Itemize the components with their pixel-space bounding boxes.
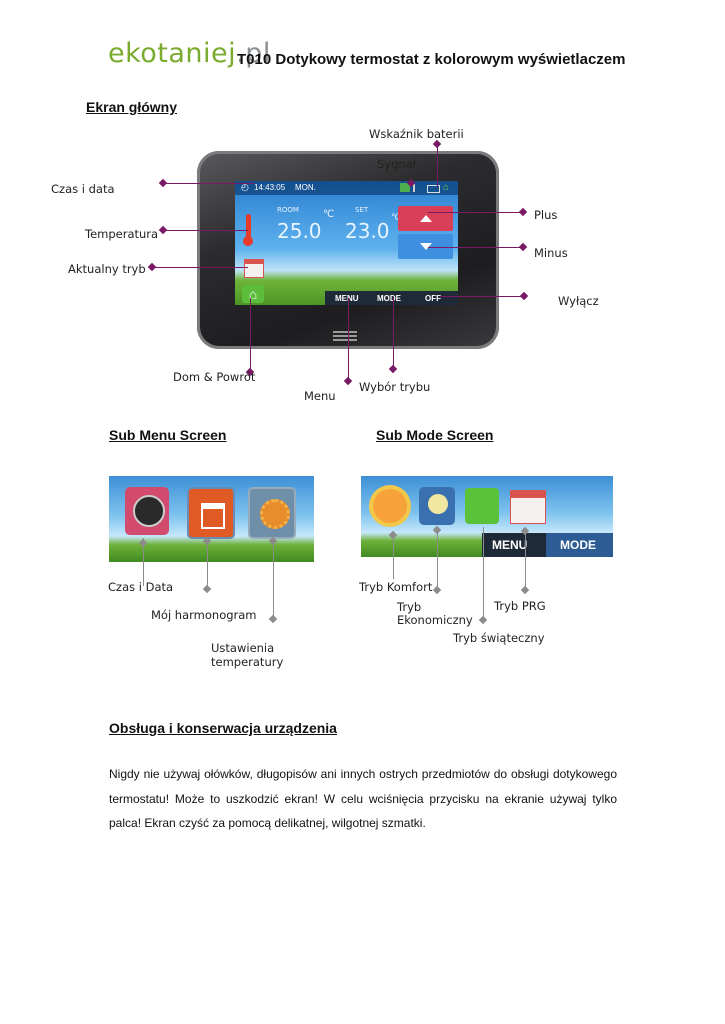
set-label: SET [355, 206, 368, 214]
battery-icon [427, 185, 440, 193]
moon-icon [428, 494, 448, 514]
marker-battery [433, 140, 441, 148]
label-settings-line2: temperatury [211, 655, 283, 669]
gear-icon [260, 499, 290, 529]
mode-button[interactable]: MODE [377, 294, 401, 303]
menu-button[interactable]: MENU [335, 294, 359, 303]
label-clock: Czas i Data [108, 580, 173, 594]
clock-tile[interactable] [125, 487, 169, 535]
marker-datetime [159, 179, 167, 187]
calendar-icon [244, 259, 264, 278]
leader-schedule [207, 538, 208, 588]
plus-button[interactable] [398, 206, 453, 231]
label-plus: Plus [534, 208, 557, 222]
schedule-icon [201, 503, 225, 529]
leader-mode [152, 267, 248, 268]
section-heading-submode: Sub Mode Screen [376, 427, 493, 443]
submenu-screen [109, 476, 314, 562]
off-button[interactable]: OFF [425, 294, 441, 303]
submode-bottom-bar: MENU MODE [482, 533, 613, 557]
leader-datetime [163, 183, 255, 184]
document-title: T010 Dotykowy termostat z kolorowym wyśw… [237, 51, 625, 68]
clock-icon [133, 495, 165, 527]
status-bar: ◴ 14:43:05 MON. ⌂ [235, 181, 458, 195]
section-heading-submenu: Sub Menu Screen [109, 427, 226, 443]
marker-plus [519, 208, 527, 216]
label-minus: Minus [534, 246, 568, 260]
sun-icon[interactable] [373, 489, 407, 523]
marker-off [520, 292, 528, 300]
leader-temperature [163, 230, 248, 231]
marker-minus [519, 243, 527, 251]
display-time: 14:43:05 [254, 183, 285, 192]
home-status-icon: ⌂ [443, 182, 449, 193]
calendar-icon[interactable] [510, 490, 546, 524]
section-heading-care: Obsługa i konserwacja urządzenia [109, 720, 337, 736]
marker-mode [148, 263, 156, 271]
set-temperature: 23.0 [345, 219, 390, 243]
label-holiday: Tryb świąteczny [453, 631, 545, 645]
section-heading-main: Ekran główny [86, 99, 177, 115]
home-button[interactable]: ⌂ [242, 285, 264, 303]
label-battery: Wskaźnik baterii [369, 127, 464, 141]
label-eco-line1: Tryb [397, 600, 421, 614]
marker-prg [521, 586, 529, 594]
care-paragraph: Nigdy nie używaj ołówków, długopisów ani… [109, 762, 617, 836]
submode-mode-button[interactable]: MODE [560, 538, 596, 552]
leader-mode-select [393, 298, 394, 369]
schedule-tile[interactable] [187, 487, 235, 539]
marker-settings [269, 615, 277, 623]
moon-tile[interactable] [419, 487, 455, 525]
leader-holiday [483, 527, 484, 620]
display-day: MON. [295, 183, 316, 192]
room-label: ROOM [277, 206, 299, 214]
label-mode-select: Wybór trybu [359, 380, 430, 394]
label-signal: Sygnał [377, 157, 416, 171]
label-comfort: Tryb Komfort [359, 580, 432, 594]
marker-eco [433, 586, 441, 594]
label-schedule: Mój harmonogram [151, 608, 257, 622]
leader-eco [437, 527, 438, 589]
leader-prg [525, 528, 526, 590]
leader-plus [428, 212, 523, 213]
label-home: Dom & Powrót [173, 370, 255, 384]
label-menu: Menu [304, 389, 336, 403]
label-datetime: Czas i data [51, 182, 115, 196]
label-temperature: Temperatura [85, 227, 158, 241]
room-unit: ℃ [323, 209, 334, 220]
marker-holiday [479, 616, 487, 624]
thermostat-screen: ◴ 14:43:05 MON. ⌂ ROOM 25.0 ℃ SET 23.0 ℃… [235, 181, 458, 305]
triangle-up-icon [420, 215, 432, 222]
marker-temperature [159, 226, 167, 234]
label-prg: Tryb PRG [494, 599, 546, 613]
settings-tile[interactable] [248, 487, 296, 539]
leader-battery [437, 144, 438, 187]
bottom-bar: MENU MODE OFF [325, 291, 458, 305]
leader-menu [348, 298, 349, 381]
marker-mode-select [389, 365, 397, 373]
leader-home [250, 298, 251, 372]
label-off: Wyłącz [558, 294, 599, 308]
label-settings-line1: Ustawienia [211, 641, 274, 655]
leader-minus [428, 247, 523, 248]
leader-settings [273, 538, 274, 618]
label-current-mode: Aktualny tryb [68, 262, 146, 276]
label-eco-line2: Ekonomiczny [397, 613, 473, 627]
suitcase-icon[interactable] [465, 488, 499, 524]
submode-screen: MENU MODE [361, 476, 613, 557]
marker-menu [344, 377, 352, 385]
logo-text: ekotaniej [108, 38, 236, 69]
room-temperature: 25.0 [277, 219, 322, 243]
signal-icon [413, 184, 423, 192]
submode-menu-button[interactable]: MENU [492, 538, 527, 552]
marker-schedule [203, 585, 211, 593]
speaker-grille [333, 329, 357, 343]
leader-off [440, 296, 524, 297]
